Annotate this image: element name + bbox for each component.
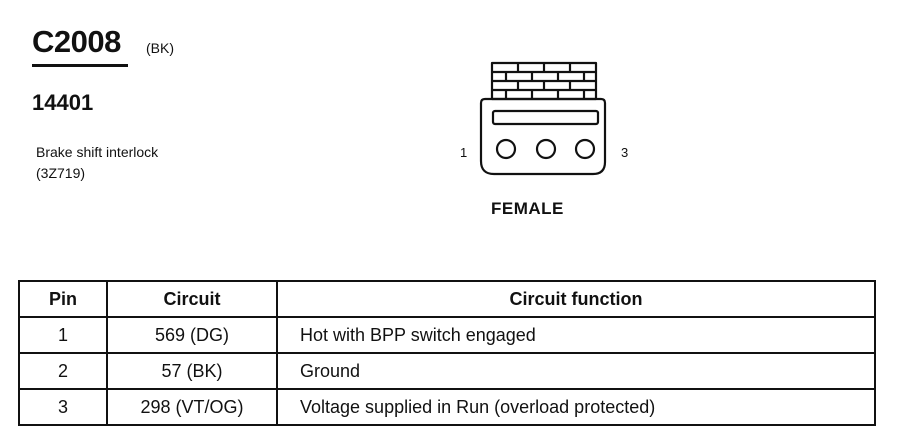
cell-circuit-function: Hot with BPP switch engaged [276,316,876,354]
connector-id-underline [32,64,128,67]
table-row: 1 569 (DG) Hot with BPP switch engaged [18,316,876,354]
cell-circuit: 569 (DG) [106,316,278,354]
connector-color-code: (BK) [146,40,174,56]
cell-pin: 2 [18,352,108,390]
pin-cavity-2 [535,138,557,160]
cell-pin: 1 [18,316,108,354]
header-pin: Pin [18,280,108,318]
connector-face-diagram [479,61,607,176]
connector-gender: FEMALE [491,199,564,218]
cell-circuit: 57 (BK) [106,352,278,390]
pinout-table: Pin Circuit Circuit function 1 569 (DG) … [18,280,876,426]
pin-cavity-3 [574,138,596,160]
cell-circuit-function: Ground [276,352,876,390]
component-description: Brake shift interlock [36,144,159,160]
component-part-code: (3Z719) [36,165,86,181]
connector-id: C2008 [32,24,121,59]
cell-pin: 3 [18,388,108,426]
pin-label-right: 3 [621,145,629,160]
pin-cavity-1 [495,138,517,160]
pin-label-left: 1 [460,145,468,160]
cell-circuit: 298 (VT/OG) [106,388,278,426]
header-circuit: Circuit [106,280,278,318]
table-row: 3 298 (VT/OG) Voltage supplied in Run (o… [18,388,876,426]
table-header-row: Pin Circuit Circuit function [18,280,876,318]
part-number: 14401 [32,90,94,115]
connector-key-slot [491,109,600,126]
table-row: 2 57 (BK) Ground [18,352,876,390]
cell-circuit-function: Voltage supplied in Run (overload protec… [276,388,876,426]
connector-body [479,97,607,176]
header-circuit-function: Circuit function [276,280,876,318]
